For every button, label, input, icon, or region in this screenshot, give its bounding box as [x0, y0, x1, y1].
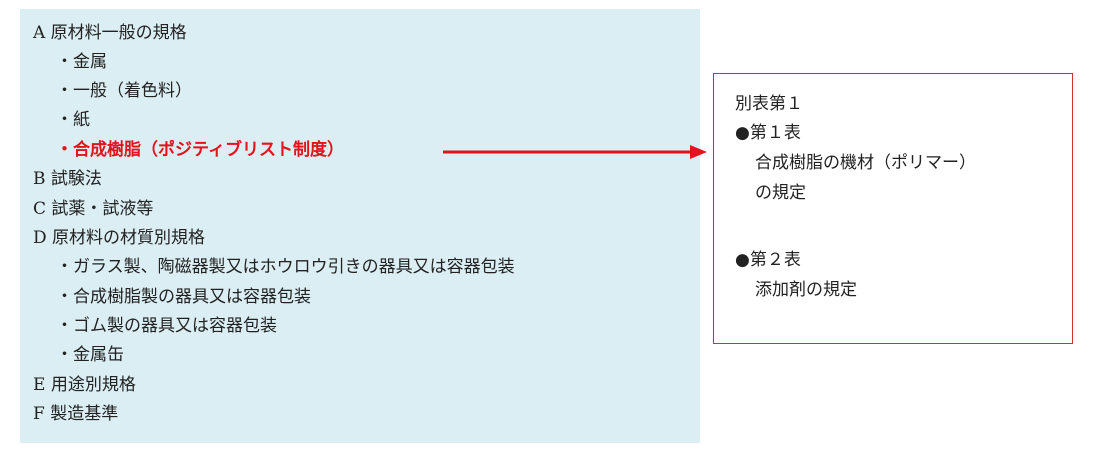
table-1-description-line-2: の規定: [755, 183, 806, 203]
section-a-heading: A 原材料一般の規格: [33, 23, 187, 43]
list-item-synthetic-resin-highlight: ・合成樹脂（ポジティブリスト制度）: [56, 140, 344, 160]
list-item-metal-cans: ・金属缶: [56, 345, 124, 365]
appendix-title: 別表第１: [735, 94, 803, 114]
table-1-description-line-1: 合成樹脂の機材（ポリマー）: [755, 153, 976, 173]
list-item-glass-ceramic-enamel: ・ガラス製、陶磁器製又はホウロウ引きの器具又は容器包装: [56, 257, 515, 277]
table-2-heading: ●第２表: [735, 250, 801, 270]
standards-list-panel: A 原材料一般の規格 ・金属 ・一般（着色料） ・紙 ・合成樹脂（ポジティブリス…: [20, 9, 700, 443]
table-2-description: 添加剤の規定: [755, 280, 857, 300]
section-b-heading: B 試験法: [33, 169, 102, 189]
section-f-heading: F 製造基準: [33, 404, 119, 424]
table-1-heading: ●第１表: [735, 123, 801, 143]
section-c-heading: C 試薬・試液等: [33, 199, 154, 219]
section-e-heading: E 用途別規格: [33, 375, 136, 395]
appendix-table-box: 別表第１ ●第１表 合成樹脂の機材（ポリマー） の規定 ●第２表 添加剤の規定: [713, 73, 1073, 344]
list-item-metal: ・金属: [56, 52, 107, 72]
list-item-rubber-containers: ・ゴム製の器具又は容器包装: [56, 316, 277, 336]
section-d-heading: D 原材料の材質別規格: [33, 228, 206, 248]
list-item-general-colorant: ・一般（着色料）: [56, 81, 192, 101]
list-item-synthetic-resin-containers: ・合成樹脂製の器具又は容器包装: [56, 287, 311, 307]
list-item-paper: ・紙: [56, 110, 90, 130]
